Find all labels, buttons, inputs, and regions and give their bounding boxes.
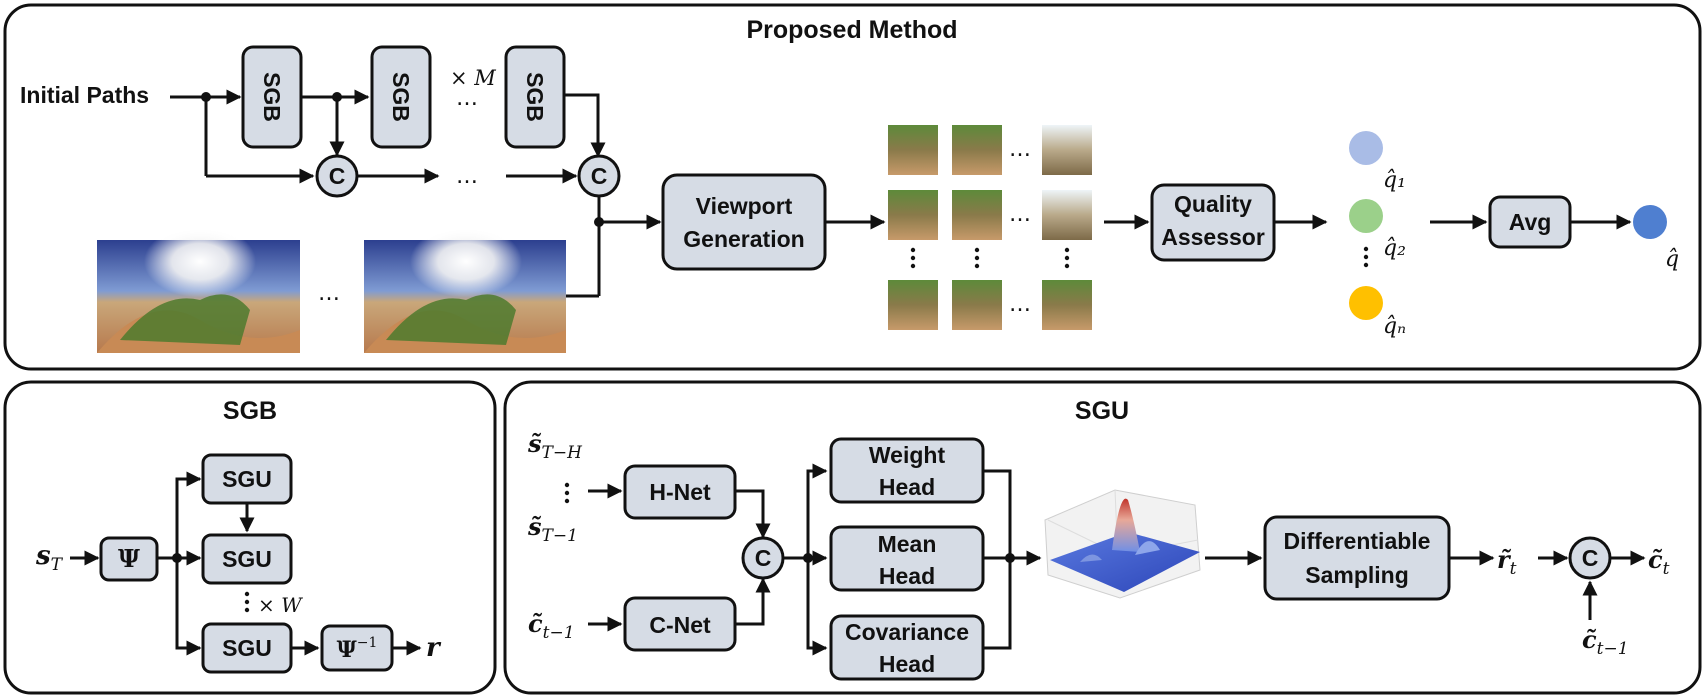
s-top-symbol: s̃T−H [527, 429, 583, 463]
sgu-block-1-label: SGU [222, 466, 272, 492]
sgb-block-m-label: SGB [522, 72, 548, 122]
repeat-w-label: × W [258, 593, 303, 617]
viewport-generation-line1: Viewport [696, 193, 793, 219]
panorama-image-2 [364, 230, 566, 353]
sgu-block-2 [201, 533, 293, 585]
sgu-block-w-label: SGU [222, 635, 272, 661]
sgb-output-symbol: r [426, 633, 442, 663]
c-prev-symbol: c̃t−1 [528, 609, 575, 643]
viewport-generation-block [661, 173, 827, 271]
c-net-label: C-Net [649, 612, 711, 638]
panorama-ellipsis: … [318, 281, 340, 306]
sgb-block-m [504, 45, 566, 149]
sgu-block-2-label: SGU [222, 546, 272, 572]
c-input-symbol: c̃t−1 [1582, 625, 1629, 659]
weight-head-line1: Weight [869, 442, 946, 468]
sgb-panel-title: SGB [223, 397, 277, 425]
final-score-dot [1633, 205, 1667, 239]
r-output-symbol: r̃t [1497, 545, 1517, 579]
quality-assessor-line2: Assessor [1161, 224, 1265, 250]
concat-node-m-label: C [591, 163, 608, 189]
weight-head-line2: Head [879, 474, 935, 500]
viewport-generation-line2: Generation [683, 226, 804, 252]
junction-dot [1005, 553, 1015, 563]
s-bottom-symbol: s̃T−1 [527, 512, 578, 546]
sgb-block-1-label: SGB [259, 72, 285, 122]
psi-label: Ψ [118, 544, 140, 573]
proposed-method-panel [3, 3, 1702, 371]
covariance-head-line2: Head [879, 651, 935, 677]
sgb-block-2 [370, 45, 432, 149]
sgb-ellipsis: … [456, 86, 478, 111]
h-net-label: H-Net [649, 479, 711, 505]
avg-label: Avg [1509, 209, 1552, 235]
final-score-label: q̂ [1665, 247, 1679, 272]
sgu-panel [503, 380, 1702, 695]
thumb-row-ellipsis: … [1009, 202, 1031, 227]
s-vertical-ellipsis [564, 482, 570, 504]
viewport-thumbnail-grid [888, 125, 1092, 330]
sgb-block-2-label: SGB [388, 72, 414, 122]
mean-head-line2: Head [879, 563, 935, 589]
score-vertical-ellipsis [1363, 246, 1369, 268]
mean-head-line1: Mean [878, 531, 937, 557]
score-dot-q1 [1349, 131, 1383, 165]
differentiable-sampling-line2: Sampling [1305, 562, 1409, 588]
concat-node-1-label: C [329, 163, 346, 189]
differentiable-sampling-line1: Differentiable [1284, 528, 1431, 554]
score-qn-label: q̂ₙ [1383, 314, 1406, 339]
output-concat-label: C [1582, 545, 1599, 571]
score-q1-label: q̂₁ [1383, 168, 1406, 193]
quality-assessor-line1: Quality [1174, 191, 1252, 217]
concat-ellipsis: … [456, 164, 478, 189]
score-q2-label: q̂₂ [1383, 236, 1406, 261]
thumb-vertical-ellipsis [910, 247, 1070, 269]
initial-paths-label: Initial Paths [20, 82, 149, 108]
sgu-concat-label: C [755, 545, 772, 571]
score-dot-qn [1349, 286, 1383, 320]
sgu-vertical-ellipsis [244, 591, 250, 613]
proposed-method-title: Proposed Method [746, 16, 957, 44]
sgu-panel-title: SGU [1075, 397, 1129, 425]
c-output-symbol: c̃t [1648, 545, 1670, 579]
covariance-head-line1: Covariance [845, 619, 969, 645]
repeat-m-label: × M [450, 66, 496, 90]
sgb-panel [3, 380, 497, 695]
thumb-row-ellipsis: … [1009, 137, 1031, 162]
panorama-image-1 [97, 230, 300, 353]
gaussian-mixture-surface-plot [1044, 489, 1201, 599]
thumb-row-ellipsis: … [1009, 292, 1031, 317]
score-dot-q2 [1349, 199, 1383, 233]
psi-inverse-label: Ψ−1 [337, 635, 378, 663]
sgb-input-symbol: sT [35, 541, 64, 575]
